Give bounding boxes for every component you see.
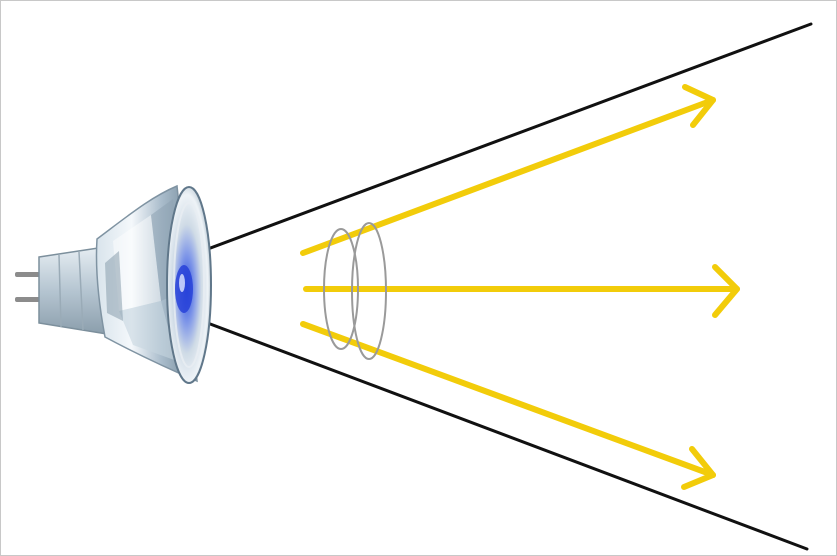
light-ray-middle: [306, 267, 737, 315]
light-rays: [303, 87, 737, 487]
beam-edge-upper: [181, 24, 811, 259]
light-ray-lower: [303, 324, 713, 487]
light-ray-upper: [303, 87, 713, 253]
beam-edge-lower: [181, 313, 807, 549]
halogen-bulb-icon: [15, 186, 211, 383]
